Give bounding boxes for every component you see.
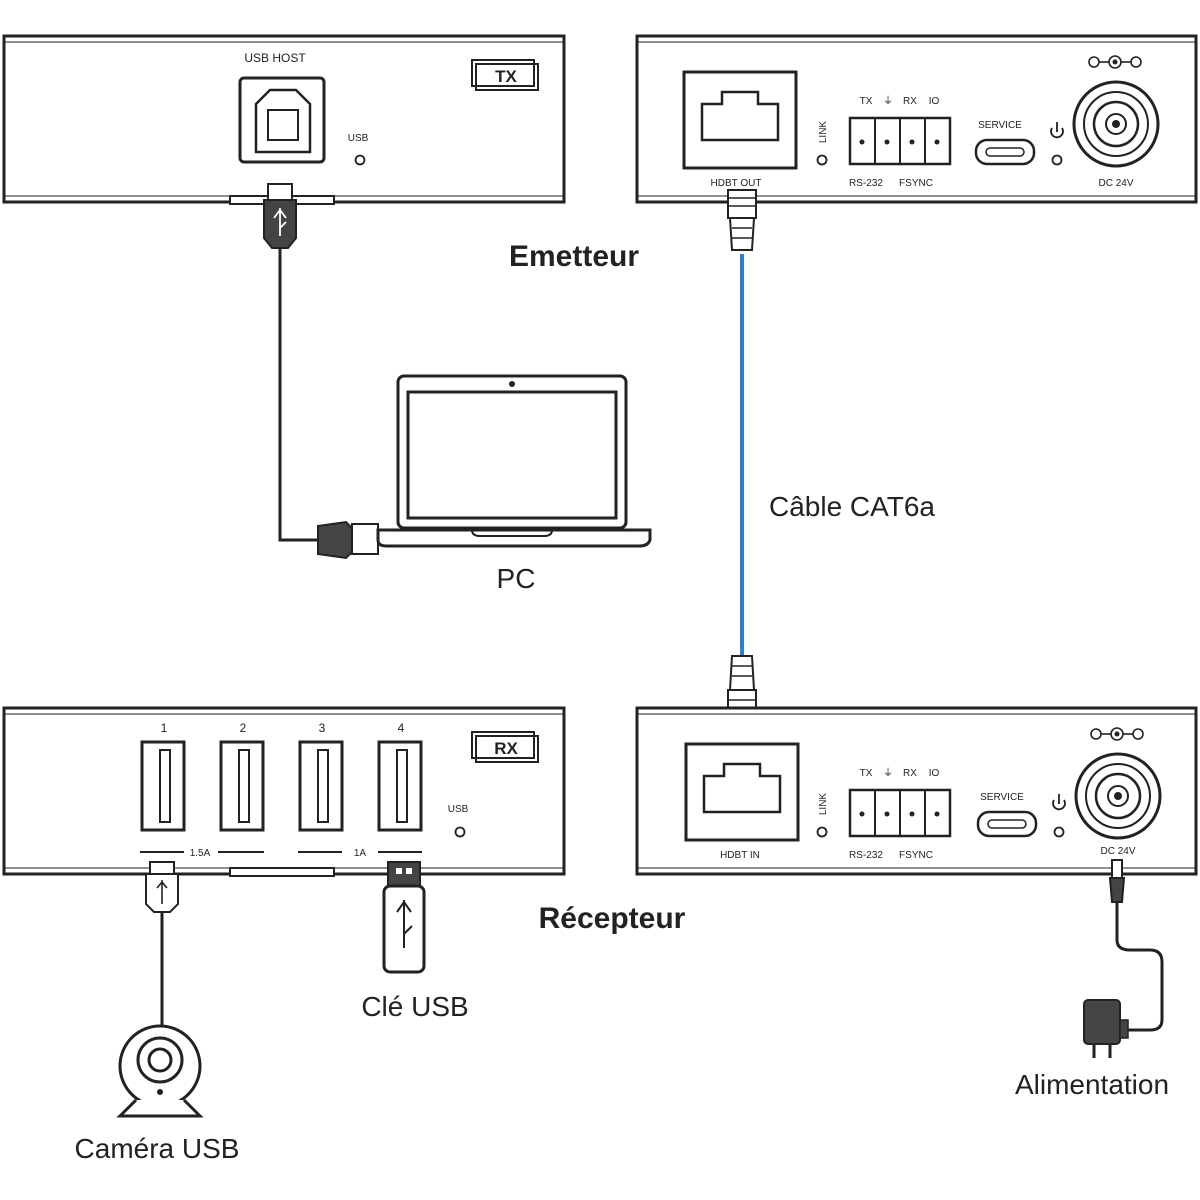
rx-fsync-label: FSYNC <box>899 850 933 861</box>
port-number-2: 2 <box>240 721 247 735</box>
ground-symbol-icon: ⏚ <box>883 767 893 779</box>
current-1a-label: 1A <box>354 848 367 859</box>
rx-power-led-icon <box>1053 826 1065 838</box>
usb-b-port-icon <box>238 76 326 164</box>
laptop-icon <box>376 374 652 548</box>
terminal-block-icon <box>848 116 952 166</box>
dc-polarity-icon <box>1088 55 1142 69</box>
usb-c-port-icon <box>976 810 1038 838</box>
power-symbol-icon <box>1050 122 1064 139</box>
rx-rx-pin-label: RX <box>903 768 917 779</box>
tx-tag-label: TX <box>495 67 517 86</box>
usb-a-port-icon <box>140 740 186 832</box>
power-led-icon <box>1051 154 1063 166</box>
link-label: LINK <box>818 121 829 144</box>
rj45-port-icon <box>682 70 798 170</box>
recepteur-title: Récepteur <box>539 902 686 935</box>
rx-io-pin-label: IO <box>929 768 940 779</box>
link-led-icon <box>816 154 828 166</box>
dc-polarity-icon <box>1090 727 1144 741</box>
rx-rs232-label: RS-232 <box>849 850 883 861</box>
tx-tag: TX <box>471 59 539 91</box>
emetteur-title: Emetteur <box>509 240 639 273</box>
camera-cable <box>145 861 179 1030</box>
rx-usb-panel: RX 1 2 3 4 1.5A 1A USB <box>2 706 566 877</box>
ground-symbol-icon: ⏚ <box>883 95 893 107</box>
rj45-plug-top <box>727 189 757 251</box>
tx-hdbt-panel: HDBT OUT LINK TX ⏚ RX IO RS-232 FSYNC SE… <box>635 34 1198 204</box>
port-number-3: 3 <box>319 721 326 735</box>
rx-usb-led-icon <box>454 826 466 838</box>
rx-service-label: SERVICE <box>980 792 1024 803</box>
rx-hdbt-panel: HDBT IN LINK TX ⏚ RX IO RS-232 FSYNC SER… <box>635 706 1198 876</box>
service-label: SERVICE <box>978 120 1022 131</box>
dc-jack-icon <box>1072 80 1160 168</box>
current-1-5a-label: 1.5A <box>190 848 211 859</box>
port-number-4: 4 <box>398 721 405 735</box>
usb-a-port-icon <box>219 740 265 832</box>
hdbt-out-label: HDBT OUT <box>711 178 762 189</box>
cat6a-cable <box>727 189 757 719</box>
dc-label: DC 24V <box>1098 178 1133 189</box>
usb-host-label: USB HOST <box>244 51 306 65</box>
rx-tag-label: RX <box>494 739 518 758</box>
power-symbol-icon <box>1052 794 1066 811</box>
power-label: Alimentation <box>1015 1069 1169 1100</box>
webcam-icon <box>116 1024 204 1118</box>
dc-jack-icon <box>1074 752 1162 840</box>
camera-label: Caméra USB <box>75 1133 240 1164</box>
fsync-label: FSYNC <box>899 178 933 189</box>
pc-label: PC <box>497 563 536 594</box>
tx-pin-label: TX <box>860 96 873 107</box>
usb-key-label: Clé USB <box>361 991 468 1022</box>
rx-pin-label: RX <box>903 96 917 107</box>
usb-a-port-icon <box>377 740 423 832</box>
rx-link-label: LINK <box>818 793 829 816</box>
usb-cable-pc <box>263 183 379 560</box>
usb-c-port-icon <box>974 138 1036 166</box>
usb-led-label: USB <box>348 133 369 144</box>
rx-dc-label: DC 24V <box>1100 846 1135 857</box>
tx-usb-panel: TX USB HOST USB <box>2 34 566 205</box>
usb-a-port-icon <box>298 740 344 832</box>
rj45-port-icon <box>684 742 800 842</box>
hdbt-in-label: HDBT IN <box>720 850 760 861</box>
usb-led-icon <box>354 154 366 166</box>
power-cable <box>1108 859 1164 1032</box>
port-number-1: 1 <box>161 721 168 735</box>
power-adapter-icon <box>1083 999 1129 1058</box>
rs232-label: RS-232 <box>849 178 883 189</box>
rx-tag: RX <box>471 731 539 763</box>
rx-link-led-icon <box>816 826 828 838</box>
rx-usb-led-label: USB <box>448 804 469 815</box>
rx-tx-pin-label: TX <box>860 768 873 779</box>
cable-label: Câble CAT6a <box>769 491 935 522</box>
rx-usb-panel-frame <box>2 706 566 876</box>
io-pin-label: IO <box>929 96 940 107</box>
usb-flash-drive-icon <box>382 861 426 974</box>
terminal-block-icon <box>848 788 952 838</box>
